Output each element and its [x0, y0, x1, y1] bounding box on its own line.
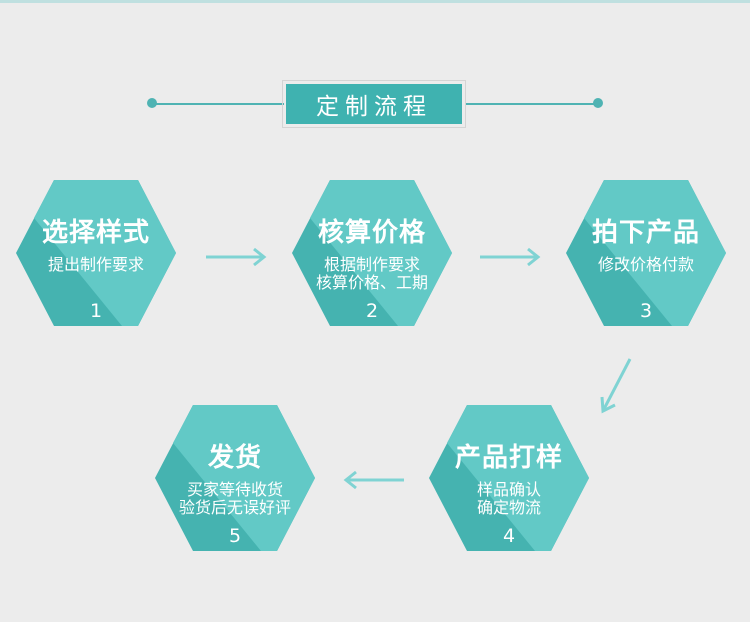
- title-line-left: [150, 103, 284, 105]
- step-5-line-2: 验货后无误好评: [178, 498, 291, 517]
- arrow-right-icon: [480, 247, 541, 267]
- step-4-title: 产品打样: [454, 443, 563, 473]
- hexagon-shape: [566, 180, 726, 326]
- step-3-number: 3: [639, 300, 653, 322]
- title-dot-left: [147, 98, 157, 108]
- step-3-hexagon: 拍下产品 修改价格付款 3: [564, 178, 728, 328]
- arrow-left-icon: [343, 470, 404, 490]
- step-5-number: 5: [228, 525, 242, 547]
- hexagon-shape: [16, 180, 176, 326]
- step-5-hexagon: 发货 买家等待收货 验货后无误好评 5: [153, 403, 317, 553]
- step-2-title: 核算价格: [317, 218, 426, 248]
- page-title: 定制流程: [282, 80, 466, 128]
- step-2-line-2: 核算价格、工期: [315, 273, 428, 292]
- step-2-hexagon: 核算价格 根据制作要求 核算价格、工期 2: [290, 178, 454, 328]
- step-1-title: 选择样式: [41, 218, 150, 248]
- step-5-line-1: 买家等待收货: [186, 480, 283, 499]
- step-1-number: 1: [89, 300, 103, 322]
- step-2-line-1: 根据制作要求: [323, 255, 420, 274]
- section-header: 定制流程: [147, 80, 603, 128]
- step-5-title: 发货: [207, 443, 262, 473]
- hexagon-shape: [429, 405, 589, 551]
- arrow-right-icon: [206, 247, 267, 267]
- step-1-line-1: 提出制作要求: [47, 255, 144, 274]
- step-4-hexagon: 产品打样 样品确认 确定物流 4: [427, 403, 591, 553]
- arrow-down-left-icon: [600, 358, 632, 414]
- step-1-hexagon: 选择样式 提出制作要求 1: [14, 178, 178, 328]
- title-line-right: [466, 103, 600, 105]
- step-4-line-1: 样品确认: [476, 480, 541, 499]
- title-dot-right: [593, 98, 603, 108]
- hexagon-shape: [292, 180, 452, 326]
- step-4-line-2: 确定物流: [476, 498, 541, 517]
- step-4-number: 4: [502, 525, 516, 547]
- step-3-line-1: 修改价格付款: [597, 255, 694, 274]
- step-2-number: 2: [365, 300, 379, 322]
- step-3-title: 拍下产品: [591, 218, 700, 248]
- hexagon-shape: [155, 405, 315, 551]
- top-border: [0, 0, 750, 3]
